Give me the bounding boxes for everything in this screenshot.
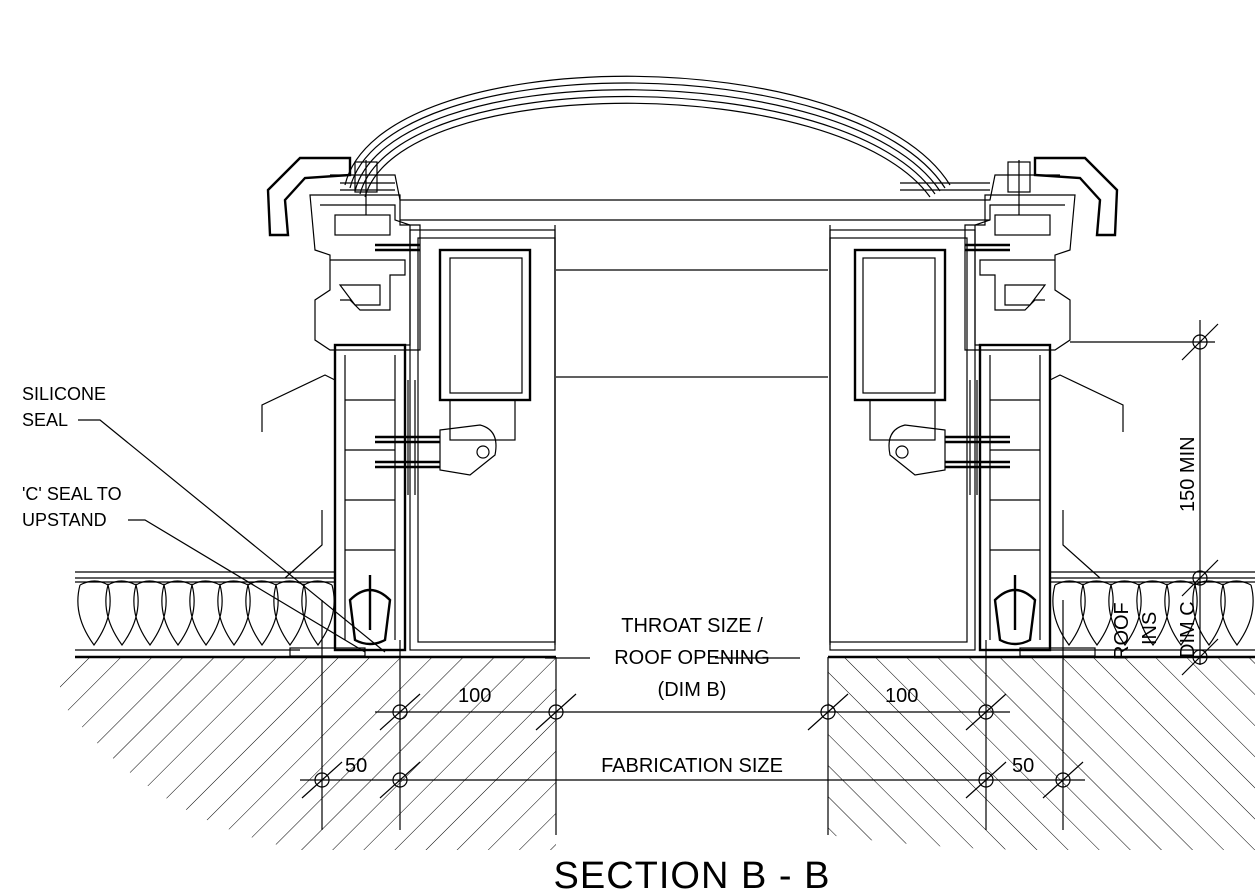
annotations: SILICONE SEAL 'C' SEAL TO UPSTAND THROAT… — [22, 384, 1199, 895]
throat-lines — [400, 219, 990, 378]
roof-ins-label-1: ROOF — [1111, 602, 1133, 660]
leader-lines — [78, 419, 800, 659]
right-upstand — [829, 156, 1124, 657]
c-seal-label-1: 'C' SEAL TO — [22, 484, 122, 504]
dim-50-left: 50 — [345, 755, 367, 777]
throat-size-label-2: ROOF OPENING — [614, 647, 770, 669]
dimension-lines — [300, 320, 1219, 830]
dim-50-right: 50 — [1012, 755, 1034, 777]
section-title: SECTION B - B — [554, 855, 831, 895]
throat-size-label-3: (DIM B) — [658, 679, 727, 701]
roof-ins-label-2: INS — [1139, 612, 1161, 645]
silicone-seal-label-1: SILICONE — [22, 384, 106, 404]
dim-100-right: 100 — [885, 685, 918, 707]
left-upstand — [261, 156, 556, 657]
min-150-label: 150 MIN — [1177, 436, 1199, 512]
dim-c-label: DIM C — [1177, 601, 1199, 658]
c-seal-label-2: UPSTAND — [22, 510, 107, 530]
fabrication-size-label: FABRICATION SIZE — [601, 755, 783, 777]
dome-glazing — [330, 75, 1060, 201]
throat-size-label-1: THROAT SIZE / — [621, 615, 763, 637]
silicone-seal-label-2: SEAL — [22, 410, 68, 430]
roof-insulation — [75, 571, 1255, 651]
dim-100-left: 100 — [458, 685, 491, 707]
